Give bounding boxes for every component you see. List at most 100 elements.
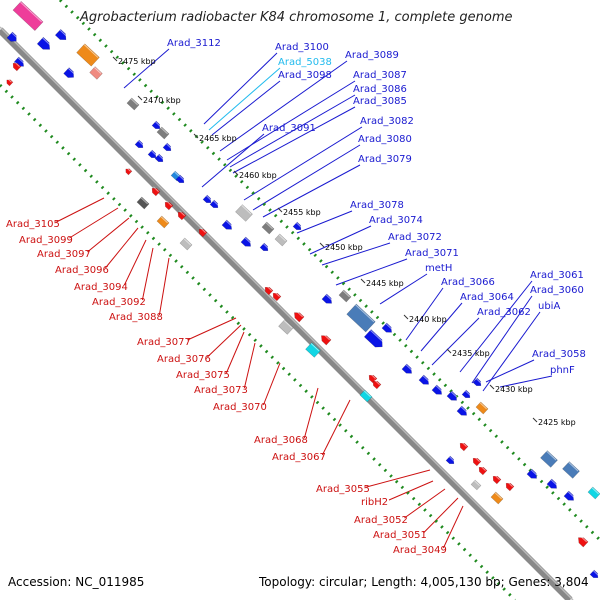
forward-label-leader [471, 295, 533, 384]
kbp-tick-marks [112, 56, 538, 423]
forward-gene-label: Arad_3078 [350, 200, 404, 211]
reverse-gene-arrow [198, 227, 208, 238]
tick-label: 2425 kbp [538, 418, 576, 427]
tick-label: 2450 kbp [325, 243, 363, 252]
forward-gene-arrow [589, 569, 599, 578]
reverse-gene-arrow [478, 465, 488, 476]
reverse-label-leader [225, 331, 245, 374]
reverse-gene-label: Arad_3094 [74, 282, 128, 293]
forward-gene-label: Arad_5038 [278, 57, 332, 68]
gene-block [126, 97, 140, 111]
forward-gene-label: phnF [550, 365, 575, 376]
forward-gene-arrow [202, 194, 212, 203]
reverse-gene-arrow [177, 210, 187, 221]
forward-gene-label: Arad_3058 [532, 349, 586, 360]
forward-gene-arrow [154, 153, 164, 162]
reverse-label-leader [158, 257, 170, 316]
forward-gene-arrow [292, 221, 302, 230]
reverse-gene-label: ribH2 [361, 497, 388, 508]
gene-block [136, 196, 150, 210]
reverse-gene-labels: Arad_3105Arad_3099Arad_3097Arad_3096Arad… [6, 219, 447, 556]
tick-mark [233, 170, 239, 176]
forward-label-leader [485, 359, 535, 383]
reverse-gene-label: Arad_3097 [37, 249, 91, 260]
reverse-label-leader [388, 480, 434, 501]
forward-gene-label: Arad_3082 [360, 116, 414, 127]
tick-label: 2475 kbp [118, 57, 156, 66]
forward-gene-label: Arad_3089 [345, 50, 399, 61]
tick-label: 2435 kbp [452, 349, 490, 358]
forward-label-leader [459, 280, 533, 373]
forward-label-leader [208, 67, 281, 131]
forward-gene-arrow [147, 149, 157, 158]
tick-mark [112, 56, 118, 62]
reverse-gene-label: Arad_3077 [137, 337, 191, 348]
tick-mark [446, 348, 452, 354]
reverse-label-leader [366, 469, 431, 488]
reverse-gene-arrow [492, 474, 502, 485]
forward-gene-label: Arad_3080 [358, 134, 412, 145]
reverse-gene-label: Arad_3073 [194, 385, 248, 396]
gene-block [235, 204, 253, 222]
gene-block [562, 461, 580, 479]
reverse-label-leader [207, 324, 242, 358]
reverse-gene-arrow [321, 333, 332, 346]
forward-gene-arrow [363, 329, 385, 348]
reverse-label-leader [321, 399, 351, 456]
reverse-gene-label: Arad_3105 [6, 219, 60, 230]
forward-gene-arrow [259, 242, 269, 251]
tick-mark [360, 278, 366, 284]
forward-label-leader [405, 287, 444, 341]
forward-gene-arrow [54, 28, 68, 41]
topology-text: Topology: circular; Length: 4,005,130 bp… [259, 575, 589, 589]
forward-gene-arrow [461, 389, 471, 398]
reverse-gene-arrow [272, 291, 282, 302]
tick-label: 2440 kbp [409, 315, 447, 324]
outer-dotted-track [58, 0, 600, 542]
reverse-gene-label: Arad_3075 [176, 370, 230, 381]
gene-block [490, 491, 504, 505]
forward-gene-arrow [175, 174, 185, 183]
forward-gene-arrow [240, 236, 252, 247]
forward-gene-arrow [162, 142, 172, 151]
tick-label: 2455 kbp [283, 208, 321, 217]
reverse-gene-label: Arad_3096 [55, 265, 109, 276]
forward-gene-label: Arad_3100 [275, 42, 329, 53]
reverse-label-leader [187, 317, 237, 341]
reverse-gene-label: Arad_3049 [393, 545, 447, 556]
tick-mark [403, 314, 409, 320]
reverse-gene-label: Arad_3076 [157, 354, 211, 365]
forward-gene-arrow [431, 384, 443, 395]
gene-block [179, 237, 193, 251]
forward-label-leader [243, 126, 363, 201]
reverse-label-leader [69, 207, 119, 239]
gene-block [12, 1, 44, 31]
forward-gene-arrow [526, 468, 538, 479]
forward-gene-arrow [472, 377, 482, 386]
forward-gene-label: Arad_3071 [405, 248, 459, 259]
forward-gene-label: Arad_3091 [262, 123, 316, 134]
forward-gene-arrow [36, 36, 52, 50]
gene-block [76, 43, 100, 67]
reverse-gene-arrow [164, 200, 174, 211]
forward-gene-arrow [63, 67, 76, 78]
gene-block [470, 479, 482, 491]
forward-gene-label: Arad_3074 [369, 215, 423, 226]
reverse-gene-arrow [12, 61, 22, 72]
forward-label-leader [219, 60, 348, 152]
reverse-label-leader [262, 362, 281, 406]
reverse-gene-label: Arad_3070 [213, 402, 267, 413]
forward-label-leader [296, 210, 353, 234]
gene-block [274, 233, 288, 247]
tick-label: 2470 kbp [143, 96, 181, 105]
forward-label-leader [482, 311, 541, 392]
gene-block [346, 303, 376, 333]
reverse-gene-label: Arad_3092 [92, 297, 146, 308]
reverse-gene-arrow [294, 310, 305, 323]
reverse-gene-label: Arad_3055 [316, 484, 370, 495]
forward-gene-arrow [445, 455, 455, 464]
reverse-label-leader [56, 197, 105, 223]
forward-gene-label: metH [425, 263, 452, 274]
